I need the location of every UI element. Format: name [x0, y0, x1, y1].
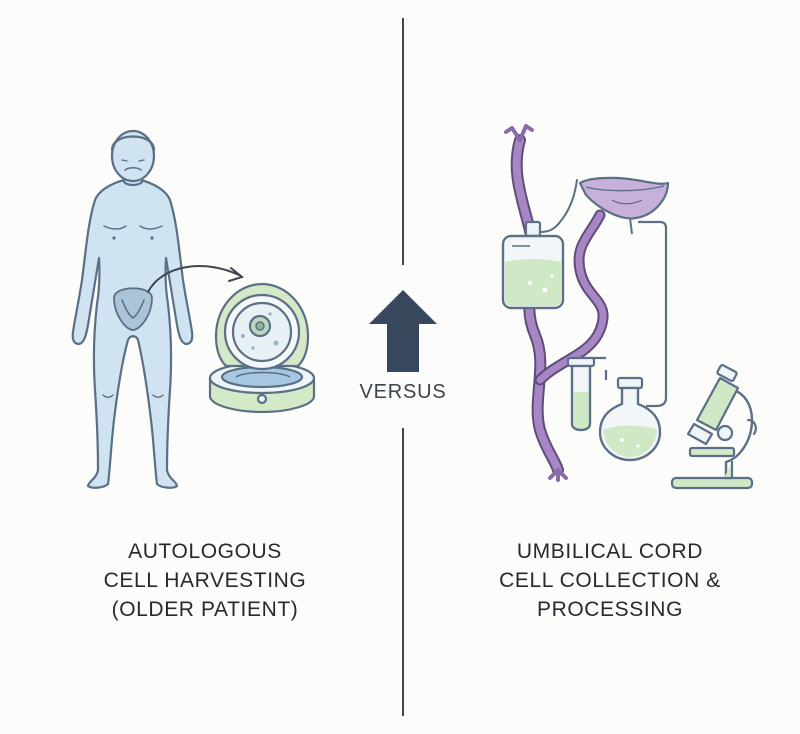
- iv-bag-icon: [501, 220, 565, 310]
- umbilical-cord-icon: [504, 124, 609, 482]
- up-arrow-icon: [369, 290, 437, 372]
- caption-right-line-3: PROCESSING: [536, 598, 684, 621]
- caption-left-line-3: (OLDER PATIENT): [111, 598, 299, 621]
- transfer-arrow: [147, 265, 245, 293]
- centrifuge-icon: [208, 282, 316, 414]
- caption-right-line-1: UMBILICAL CORD: [516, 540, 704, 563]
- human-figure-icon: [71, 129, 194, 489]
- flask-icon: [598, 376, 662, 462]
- caption-autologous: AUTOLOGOUS CELL HARVESTING (OLDER PATIEN…: [60, 537, 350, 624]
- caption-left-line-2: CELL HARVESTING: [103, 569, 307, 592]
- caption-right-line-2: CELL COLLECTION &: [499, 569, 721, 592]
- placenta-icon: [578, 176, 670, 235]
- microscope-icon: [670, 363, 757, 490]
- caption-umbilical: UMBILICAL CORD CELL COLLECTION & PROCESS…: [455, 537, 765, 624]
- test-tube-icon: [566, 356, 596, 432]
- versus-label: VERSUS: [359, 381, 447, 403]
- caption-left-line-1: AUTOLOGOUS: [128, 540, 282, 563]
